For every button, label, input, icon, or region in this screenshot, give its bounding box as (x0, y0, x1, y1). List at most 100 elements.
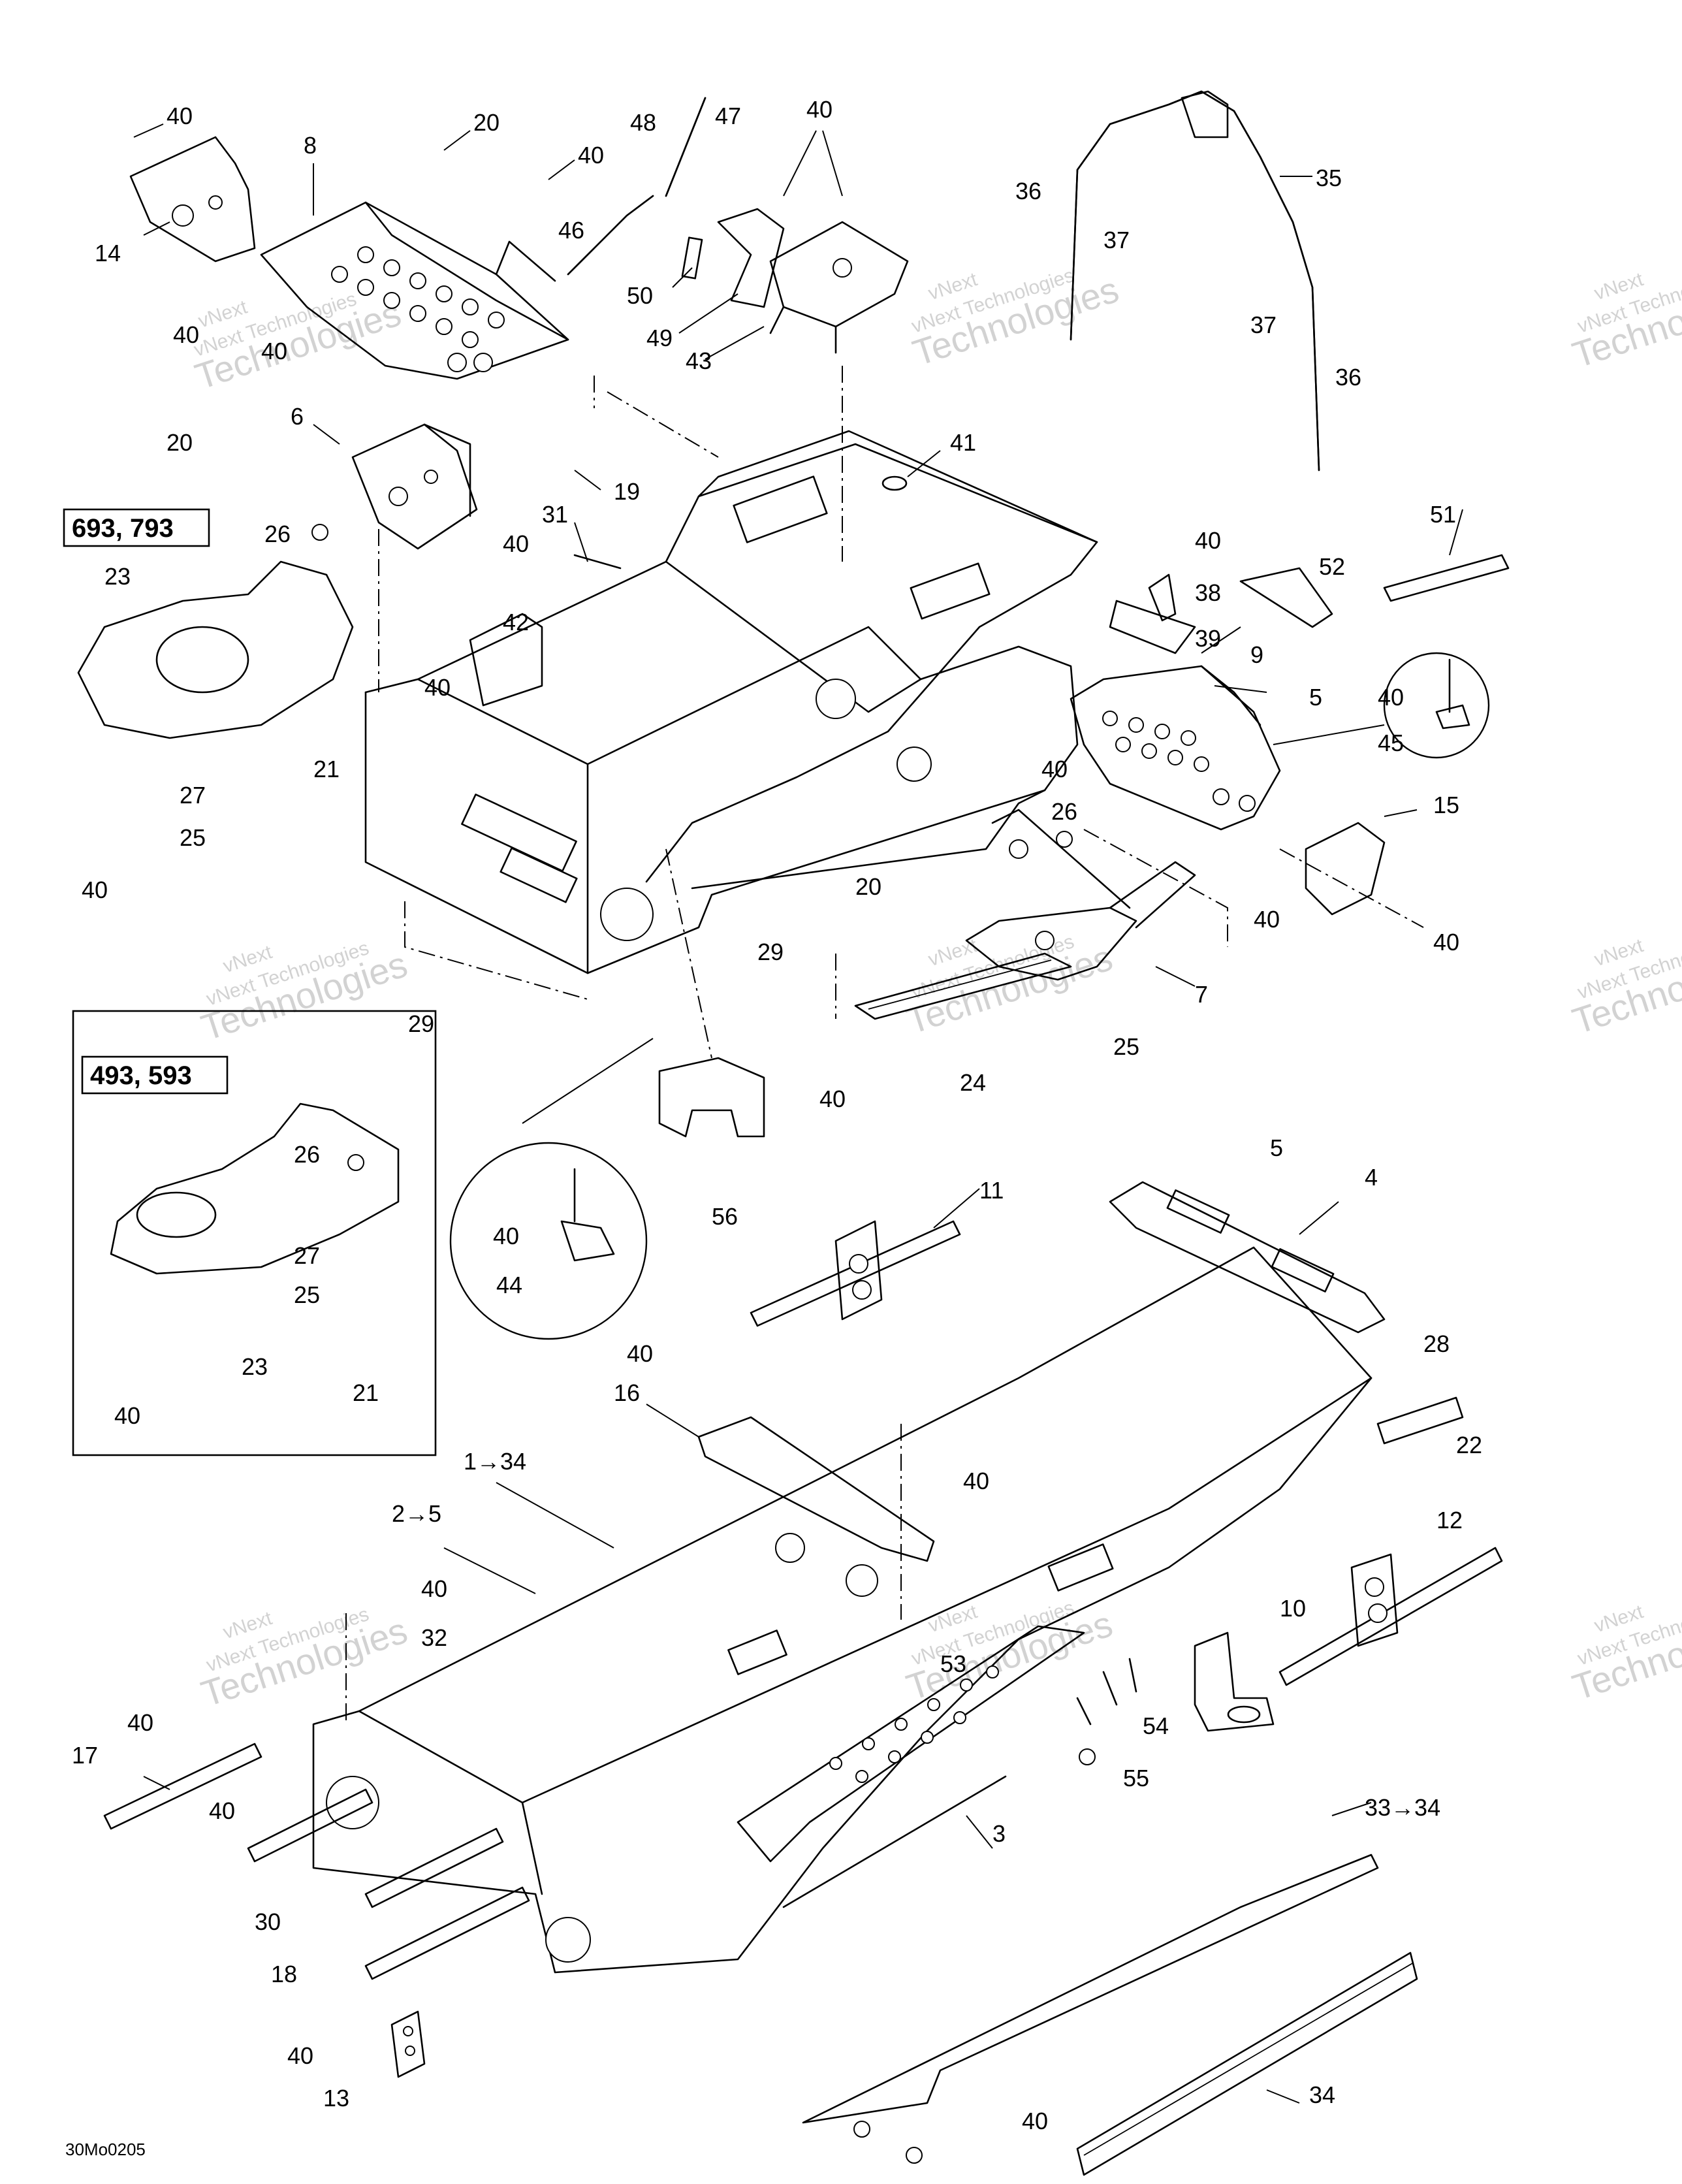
leader-lines (133, 123, 1463, 2104)
part-35-loop (1070, 90, 1320, 472)
callout-20: 20 (167, 429, 193, 456)
callout-25: 25 (294, 1281, 320, 1308)
callout-36: 36 (1335, 364, 1361, 391)
callout-40: 40 (167, 103, 193, 129)
callout-37: 37 (1250, 312, 1277, 338)
callout-29: 29 (408, 1010, 434, 1037)
part-39-plate (1109, 600, 1196, 654)
callout-40: 40 (173, 321, 199, 348)
callout-21: 21 (313, 756, 340, 782)
callout-22: 22 (1456, 1432, 1482, 1458)
callout-54: 54 (1143, 1712, 1169, 1739)
callout-56: 56 (712, 1203, 738, 1230)
callout-3: 3 (992, 1820, 1006, 1847)
callout-45: 45 (1378, 730, 1404, 756)
callout-23: 23 (104, 563, 131, 590)
part-38-clip (1148, 573, 1177, 622)
callout-17: 17 (72, 1742, 98, 1769)
part-56-bracket (658, 1057, 765, 1138)
callout-34: 34 (1309, 2081, 1335, 2108)
callout-15: 15 (1433, 792, 1459, 818)
callout-13: 13 (323, 2085, 349, 2112)
part-10-bracket (1194, 1631, 1275, 1732)
callout-49: 49 (646, 325, 673, 351)
callout-31: 31 (542, 501, 568, 528)
callout-20: 20 (855, 873, 881, 900)
callout-40: 40 (127, 1709, 153, 1736)
callout-53: 53 (940, 1650, 966, 1677)
callout-28: 28 (1423, 1330, 1450, 1357)
callout-20: 20 (473, 109, 500, 136)
callout-40: 40 (806, 96, 833, 123)
callout-27: 27 (180, 782, 206, 809)
alignment-lines (345, 366, 1424, 1724)
inset-frame-493-593 (72, 1010, 437, 1456)
callout-1-34: 1→34 (464, 1448, 526, 1475)
callout-27: 27 (294, 1242, 320, 1269)
callout-41: 41 (950, 429, 976, 456)
callout-30: 30 (255, 1908, 281, 1935)
callout-50: 50 (627, 282, 653, 309)
part-33-panel (802, 1854, 1379, 2164)
detail-circle-44 (449, 1038, 654, 1340)
part-15-bracket (1305, 822, 1386, 916)
part-7-bracket (965, 809, 1196, 981)
watermark-group: vNext vNext Technologies Technologies vN… (190, 265, 1682, 1714)
part-8-footrest (260, 201, 569, 380)
callout-40: 40 (963, 1468, 989, 1494)
callout-21: 21 (353, 1379, 379, 1406)
callout-5: 5 (1270, 1134, 1283, 1161)
part-11-rail (750, 1220, 961, 1327)
part-50-strip (681, 236, 703, 280)
part-16-bracket (697, 1416, 935, 1562)
callout-19: 19 (614, 478, 640, 505)
callout-38: 38 (1195, 579, 1221, 606)
part-34-rail (1076, 1951, 1418, 2176)
part-12-rail (1278, 1547, 1503, 1686)
callout-40: 40 (261, 338, 287, 364)
callout-40: 40 (1254, 906, 1280, 933)
callout-42: 42 (503, 609, 529, 635)
callout-40: 40 (503, 530, 529, 557)
callout-35: 35 (1316, 165, 1342, 191)
callout-4: 4 (1365, 1164, 1378, 1191)
callout-40: 40 (287, 2042, 313, 2069)
callout-26: 26 (294, 1141, 320, 1168)
part-9-footrest (1070, 665, 1281, 831)
fasteners (311, 524, 1137, 1765)
callout-8: 8 (304, 132, 317, 159)
callout-23: 23 (242, 1353, 268, 1380)
callout-40: 40 (493, 1223, 519, 1249)
callout-40: 40 (578, 142, 604, 169)
callout-52: 52 (1319, 553, 1345, 580)
part-23-shield-upper (77, 560, 354, 739)
callout-51: 51 (1430, 501, 1456, 528)
callout-26: 26 (1051, 798, 1077, 825)
callout-40: 40 (209, 1797, 235, 1824)
callout-25: 25 (180, 824, 206, 851)
callout-40: 40 (627, 1340, 653, 1367)
detail-circle-45 (1273, 652, 1490, 759)
callout-11: 11 (979, 1177, 1004, 1204)
callout-40: 40 (114, 1402, 140, 1429)
callout-25: 25 (1113, 1033, 1139, 1060)
part-18-rail (364, 1886, 530, 1980)
callout-44: 44 (496, 1272, 522, 1298)
part-14-bracket (129, 136, 256, 263)
model-label-upper: 693, 793 (72, 514, 174, 543)
callout-37: 37 (1103, 227, 1130, 253)
callout-24: 24 (960, 1069, 986, 1096)
part-43-bracket (769, 221, 909, 354)
callout-9: 9 (1250, 641, 1263, 668)
part-30-rails (247, 1788, 504, 1908)
callout-47: 47 (715, 103, 741, 129)
callout-6: 6 (291, 403, 304, 430)
part-24-rail (854, 952, 1072, 1020)
part-46-cable (567, 195, 654, 276)
part-49-bracket (717, 208, 785, 308)
part-47-cable (665, 97, 706, 197)
callout-40: 40 (424, 674, 451, 701)
part-17-rail (103, 1742, 262, 1830)
callout-26: 26 (264, 521, 291, 547)
callout-10: 10 (1280, 1595, 1306, 1622)
